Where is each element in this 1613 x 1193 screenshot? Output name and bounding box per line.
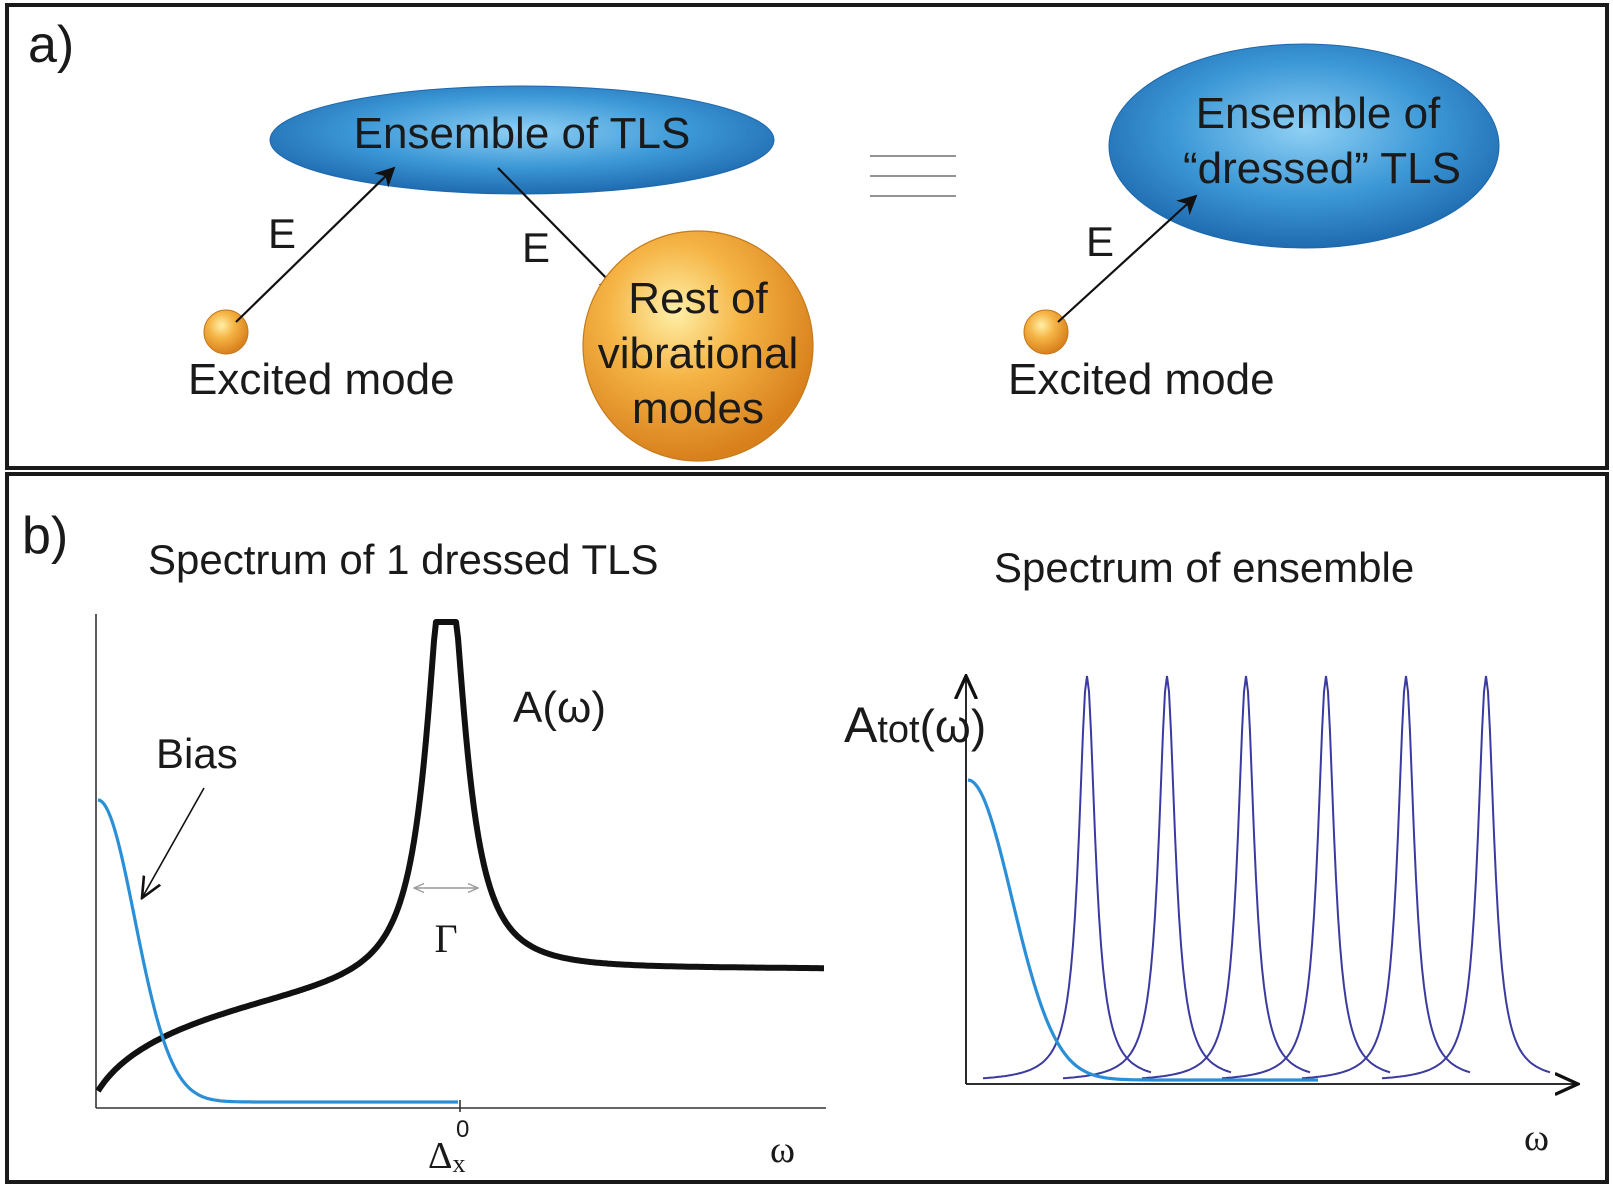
ensemble-peaks xyxy=(982,675,1551,1080)
tls-ensemble-label: Ensemble of TLS xyxy=(354,109,691,158)
right-y-label-tail: (ω) xyxy=(920,700,987,752)
right-y-label-sub: tot xyxy=(877,709,920,751)
peak-tick-label: Δx xyxy=(428,1135,465,1178)
ensemble-bias-curve xyxy=(967,778,1318,1082)
vibrational-modes-line2: vibrational xyxy=(598,329,799,378)
peak-tick-sup: 0 xyxy=(456,1116,469,1143)
ensemble-peak-2 xyxy=(1062,675,1232,1080)
ensemble-peak-6 xyxy=(1381,675,1551,1080)
bias-arrow xyxy=(142,787,205,898)
coupling-arrow-to-dressed xyxy=(1057,194,1198,323)
right-spectrum-title: Spectrum of ensemble xyxy=(994,544,1414,591)
width-label: Γ xyxy=(434,916,457,961)
right-y-label-base: A xyxy=(844,697,878,753)
ensemble-peak-3 xyxy=(1141,675,1311,1080)
coupling-arrow-to-ensemble xyxy=(235,166,396,323)
panel-a-frame xyxy=(5,3,1609,470)
equivalence-symbol xyxy=(870,155,956,197)
ensemble-peak-4 xyxy=(1221,675,1391,1080)
curve-label: A(ω) xyxy=(513,683,606,732)
coupling-label-dressed: E xyxy=(1086,218,1114,265)
excited-mode-sphere-2 xyxy=(1023,309,1069,355)
peak-tick-sub: x xyxy=(452,1149,465,1178)
right-y-label: Atot(ω) xyxy=(844,697,986,753)
vibrational-modes-line1: Rest of xyxy=(628,274,768,323)
ensemble-peak-5 xyxy=(1301,675,1471,1080)
peak-tick-base: Δ xyxy=(428,1135,452,1177)
excited-mode-label: Excited mode xyxy=(188,355,455,404)
lorentzian-curve xyxy=(95,619,825,1093)
panel-b-label: b) xyxy=(22,507,68,565)
panel-b-frame xyxy=(5,472,1609,1184)
coupling-label-left: E xyxy=(268,210,296,257)
coupling-arrow-to-modes xyxy=(497,167,620,292)
right-x-label: ω xyxy=(1524,1117,1549,1159)
panel-a-label: a) xyxy=(28,16,74,74)
left-spectrum-title: Spectrum of 1 dressed TLS xyxy=(148,536,658,583)
left-x-label: ω xyxy=(770,1129,795,1171)
excited-mode-label-2: Excited mode xyxy=(1008,355,1275,404)
vibrational-modes-sphere xyxy=(582,230,814,462)
coupling-label-right: E xyxy=(522,224,550,271)
bias-curve xyxy=(97,798,458,1104)
dressed-ensemble-line1: Ensemble of xyxy=(1196,89,1441,138)
dressed-ensemble-line2: “dressed” TLS xyxy=(1183,144,1461,193)
dressed-ensemble-ellipse xyxy=(1108,43,1500,249)
ensemble-peak-1 xyxy=(982,675,1152,1080)
tls-ensemble-ellipse xyxy=(269,85,775,195)
bias-label: Bias xyxy=(156,730,238,777)
vibrational-modes-line3: modes xyxy=(632,384,764,433)
